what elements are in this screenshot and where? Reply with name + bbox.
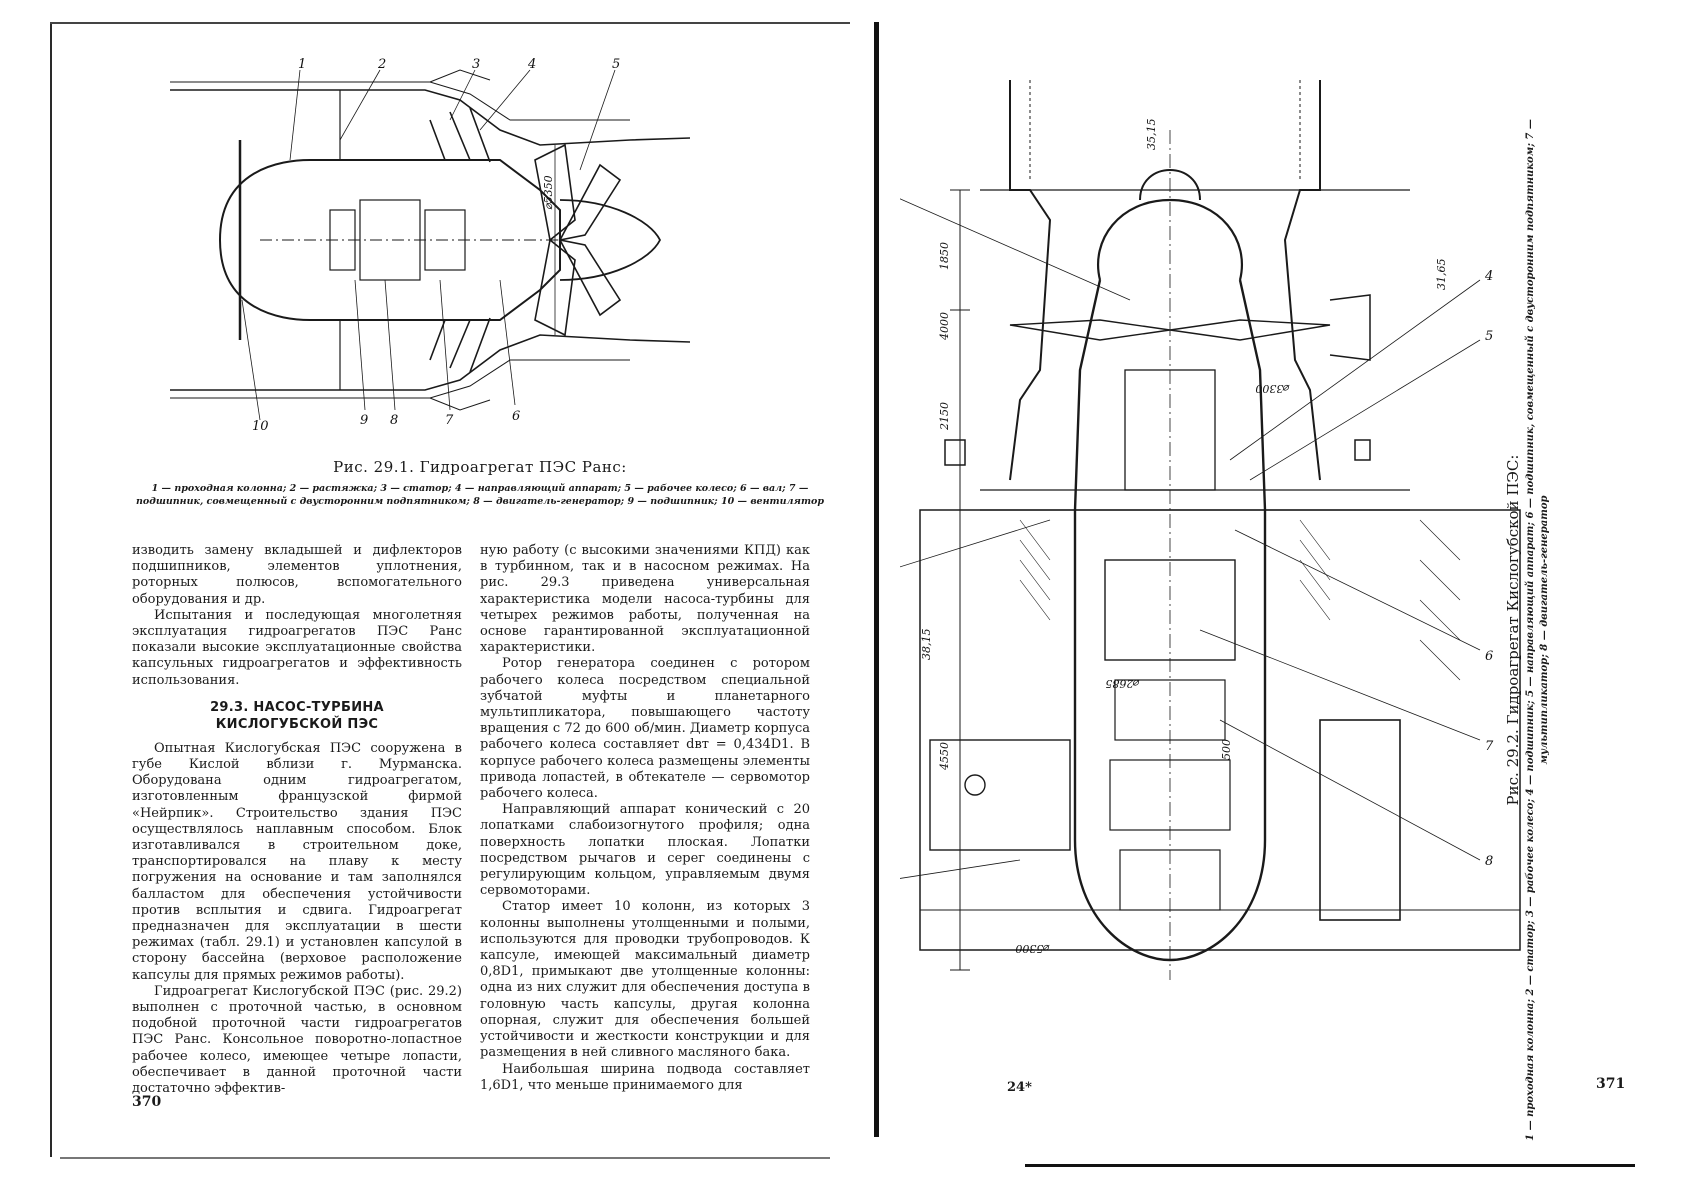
fig1-callout-5: 5 — [612, 57, 620, 72]
fig1-callout-4: 4 — [527, 57, 536, 72]
right-text-column: ную работу (с высокими значениями КПД) к… — [480, 543, 810, 1094]
fig2-elev-31-65: 31,65 — [1435, 259, 1448, 291]
fig2-elev-38-15: 38,15 — [920, 629, 933, 661]
page-number-left: 370 — [132, 1094, 162, 1110]
page-edge-bottom-right — [1025, 1164, 1635, 1167]
section-heading: 29.3. НАСОС-ТУРБИНА КИСЛОГУБСКОЙ ПЭС — [132, 699, 462, 733]
fig2-callout-6: 6 — [1485, 649, 1493, 664]
paragraph: ную работу (с высокими значениями КПД) к… — [480, 543, 810, 656]
paragraph: Ротор генератора соединен с ротором рабо… — [480, 656, 810, 802]
paragraph: Испытания и последующая многолетняя эксп… — [132, 607, 462, 688]
fig1-callout-9: 9 — [360, 413, 368, 428]
page-edge-left — [50, 22, 52, 1157]
paragraph: Направляющий аппарат конический с 20 лоп… — [480, 802, 810, 899]
figure-29-1-legend: 1 — проходная колонна; 2 — растяжка; 3 —… — [135, 483, 825, 507]
fig1-dimension-diameter: ⌀5350 — [542, 175, 555, 210]
section-heading-line-1: 29.3. НАСОС-ТУРБИНА — [210, 699, 384, 715]
fig2-elev-35-15: 35,15 — [1145, 119, 1158, 151]
figure-29-2-legend: 1 — проходная колонна; 2 — статор; 3 — р… — [1525, 119, 1550, 1141]
page-number-right: 371 — [1596, 1076, 1626, 1092]
fig2-dia-3300: ⌀3300 — [1255, 382, 1290, 395]
fig1-callout-10: 10 — [252, 419, 269, 434]
fig2-dim-2150: 2150 — [938, 402, 951, 431]
gutter — [874, 22, 879, 1137]
paragraph: Гидроагрегат Кислогубской ПЭС (рис. 29.2… — [132, 983, 462, 1097]
fig2-dia-5300: ⌀5300 — [1015, 942, 1050, 955]
fig1-callout-1: 1 — [298, 57, 306, 72]
fig2-callout-5: 5 — [1485, 329, 1493, 344]
fig2-dim-4550: 4550 — [938, 742, 951, 771]
figure-29-1-drawing: 1 2 3 4 5 6 7 8 9 10 ⌀5350 — [170, 57, 691, 434]
fig2-callout-4: 4 — [1484, 269, 1493, 284]
fig2-dim-4000: 4000 — [938, 312, 951, 341]
fig2-dim-1850: 1850 — [938, 242, 951, 270]
fig1-callout-7: 7 — [445, 413, 454, 428]
figure-29-1-title: Рис. 29.1. Гидроагрегат ПЭС Ранс: — [333, 458, 627, 476]
section-heading-line-2: КИСЛОГУБСКОЙ ПЭС — [215, 716, 379, 732]
fig1-callout-8: 8 — [390, 413, 398, 428]
fig2-dia-2685: ⌀2685 — [1105, 677, 1140, 690]
paragraph: Статор имеет 10 колонн, из которых 3 кол… — [480, 899, 810, 1061]
fig2-callout-8: 8 — [1485, 854, 1493, 869]
page-edge-bottom — [60, 1157, 830, 1159]
paragraph: Опытная Кислогубская ПЭС сооружена в губ… — [132, 740, 462, 983]
fig1-callout-6: 6 — [512, 409, 520, 424]
fig2-dim-500: 500 — [1220, 739, 1233, 760]
fig1-callout-2: 2 — [377, 57, 386, 72]
printer-signature-mark: 24* — [1007, 1080, 1032, 1095]
fig2-callout-7: 7 — [1485, 739, 1494, 754]
fig1-callout-3: 3 — [472, 57, 480, 72]
left-text-column: изводить замену вкладышей и дифлекторов … — [132, 543, 462, 1097]
page-edge-top — [50, 22, 850, 24]
paragraph: Наибольшая ширина подвода составляет 1,6… — [480, 1061, 810, 1093]
figure-29-2-title: Рис. 29.2. Гидроагрегат Кислогубской ПЭС… — [1504, 454, 1522, 806]
figure-29-2-drawing: 1 2 3 4 5 6 7 8 1850 4000 2150 4550 35,1… — [900, 80, 1521, 980]
figure-29-2-caption: Рис. 29.2. Гидроагрегат Кислогубской ПЭС… — [1504, 80, 1636, 1180]
paragraph: изводить замену вкладышей и дифлекторов … — [132, 543, 462, 607]
